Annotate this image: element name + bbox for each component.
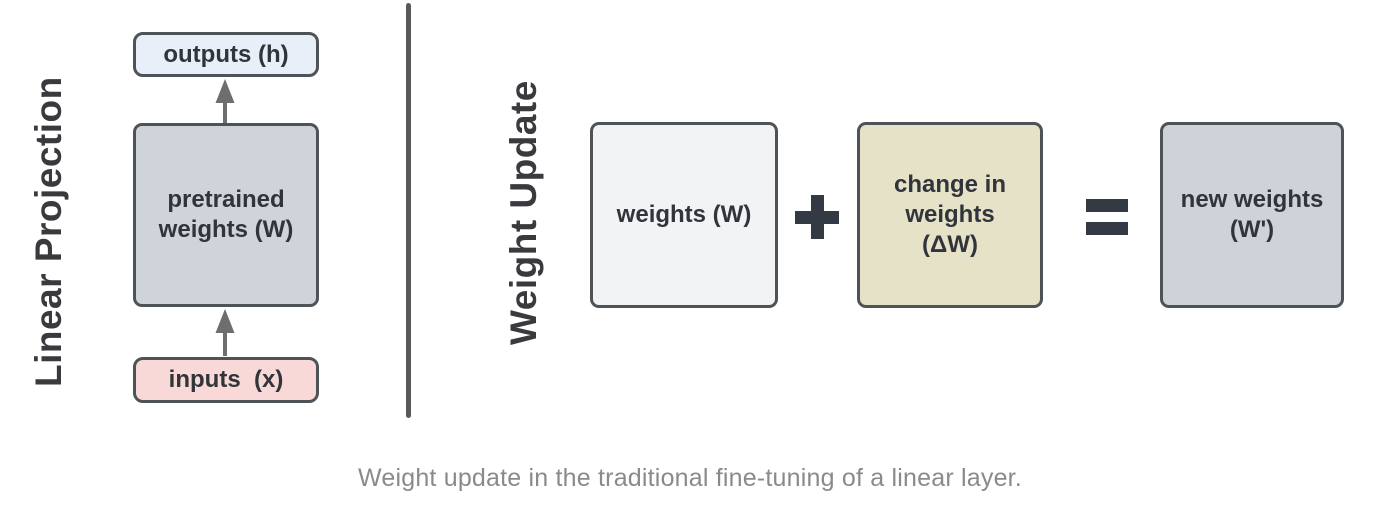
up-arrow-icon	[215, 309, 235, 356]
new-weights-box: new weights (W')	[1160, 122, 1344, 308]
figure-caption: Weight update in the traditional fine-tu…	[358, 464, 1022, 492]
linear-projection-title: Linear Projection	[28, 76, 69, 388]
inputs-label: inputs (x)	[168, 366, 284, 393]
new-weights-label: new weights (W')	[1180, 186, 1324, 243]
outputs-label: outputs (h)	[163, 40, 289, 68]
up-arrow-icon	[215, 79, 235, 124]
inputs-box: inputs (x)	[133, 357, 319, 403]
pretrained-weights-label: pretrained weights (W)	[158, 186, 294, 243]
weights-label: weights (W)	[616, 201, 752, 228]
plus-symbol-text: +	[795, 195, 796, 196]
equals-bottom-bar	[1086, 222, 1128, 235]
change-in-weights-box: change in weights (ΔW)	[857, 122, 1043, 308]
outputs-box: outputs (h)	[133, 32, 319, 77]
plus-vertical-bar	[810, 195, 824, 239]
plus-icon: +	[795, 195, 839, 239]
change-in-weights-label: change in weights (ΔW)	[893, 171, 1007, 258]
vertical-divider	[406, 3, 411, 418]
weights-box: weights (W)	[590, 122, 778, 308]
weight-update-title: Weight Update	[503, 80, 544, 346]
equals-top-bar	[1086, 199, 1128, 212]
equals-icon: =	[1086, 199, 1128, 235]
pretrained-weights-box: pretrained weights (W)	[133, 123, 319, 307]
